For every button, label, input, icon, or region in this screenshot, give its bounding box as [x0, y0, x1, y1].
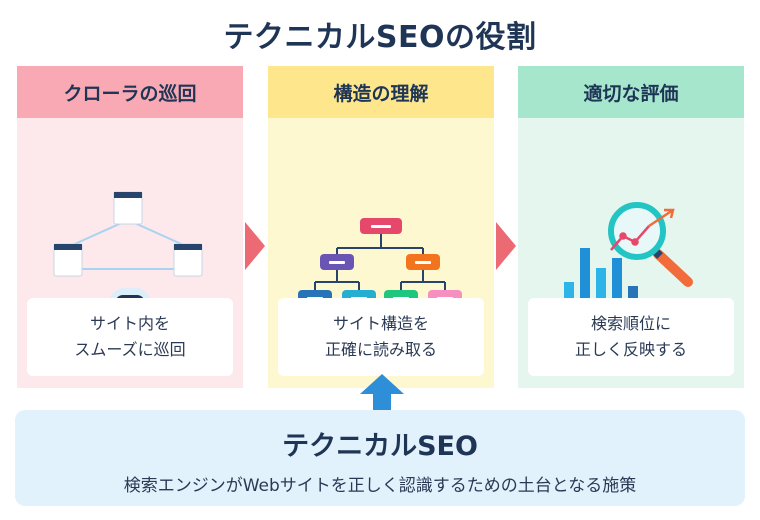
network-lines-icon — [67, 219, 189, 270]
tree-node-icon — [406, 254, 440, 270]
banner-title: テクニカルSEO — [282, 431, 478, 462]
flow-arrow-right-icon — [496, 222, 516, 270]
card-line: 正確に読み取る — [324, 340, 437, 359]
card-line: サイト構造を — [332, 314, 429, 333]
banner-description: 検索エンジンがWebサイトを正しく認識するための土台となる施策 — [123, 476, 637, 496]
card-line: 正しく反映する — [574, 340, 687, 359]
card-description: サイト内を スムーズに巡回 — [27, 298, 233, 376]
tree-node-icon — [320, 254, 354, 270]
card-crawler: クローラの巡回 — [17, 66, 243, 388]
tree-node-root-icon — [360, 218, 402, 234]
foundation-banner: テクニカルSEO 検索エンジンがWebサイトを正しく認識するための土台となる施策 — [15, 410, 745, 506]
card-structure: 構造の理解 サイト構造を 正確に読み取る — [268, 66, 494, 388]
page-node-right-icon — [173, 243, 203, 277]
page-node-left-icon — [53, 243, 83, 277]
tree-connectors-icon — [314, 234, 446, 290]
card-line: 検索順位に — [590, 314, 671, 333]
card-heading: クローラの巡回 — [17, 66, 243, 118]
card-heading: 適切な評価 — [518, 66, 744, 118]
page-node-top-icon — [113, 191, 143, 225]
card-line: スムーズに巡回 — [74, 340, 186, 359]
page-title: テクニカルSEOの役割 — [223, 20, 537, 55]
trend-line-icon — [610, 208, 675, 251]
card-description: 検索順位に 正しく反映する — [528, 298, 734, 376]
card-heading: 構造の理解 — [268, 66, 494, 118]
up-arrow-icon — [360, 374, 404, 412]
card-description: サイト構造を 正確に読み取る — [278, 298, 484, 376]
flow-arrow-right-icon — [245, 222, 265, 270]
magnifier-icon — [608, 202, 693, 287]
card-line: サイト内を — [89, 314, 170, 333]
card-evaluation: 適切な評価 検索順位に 正しく反映する — [518, 66, 744, 388]
